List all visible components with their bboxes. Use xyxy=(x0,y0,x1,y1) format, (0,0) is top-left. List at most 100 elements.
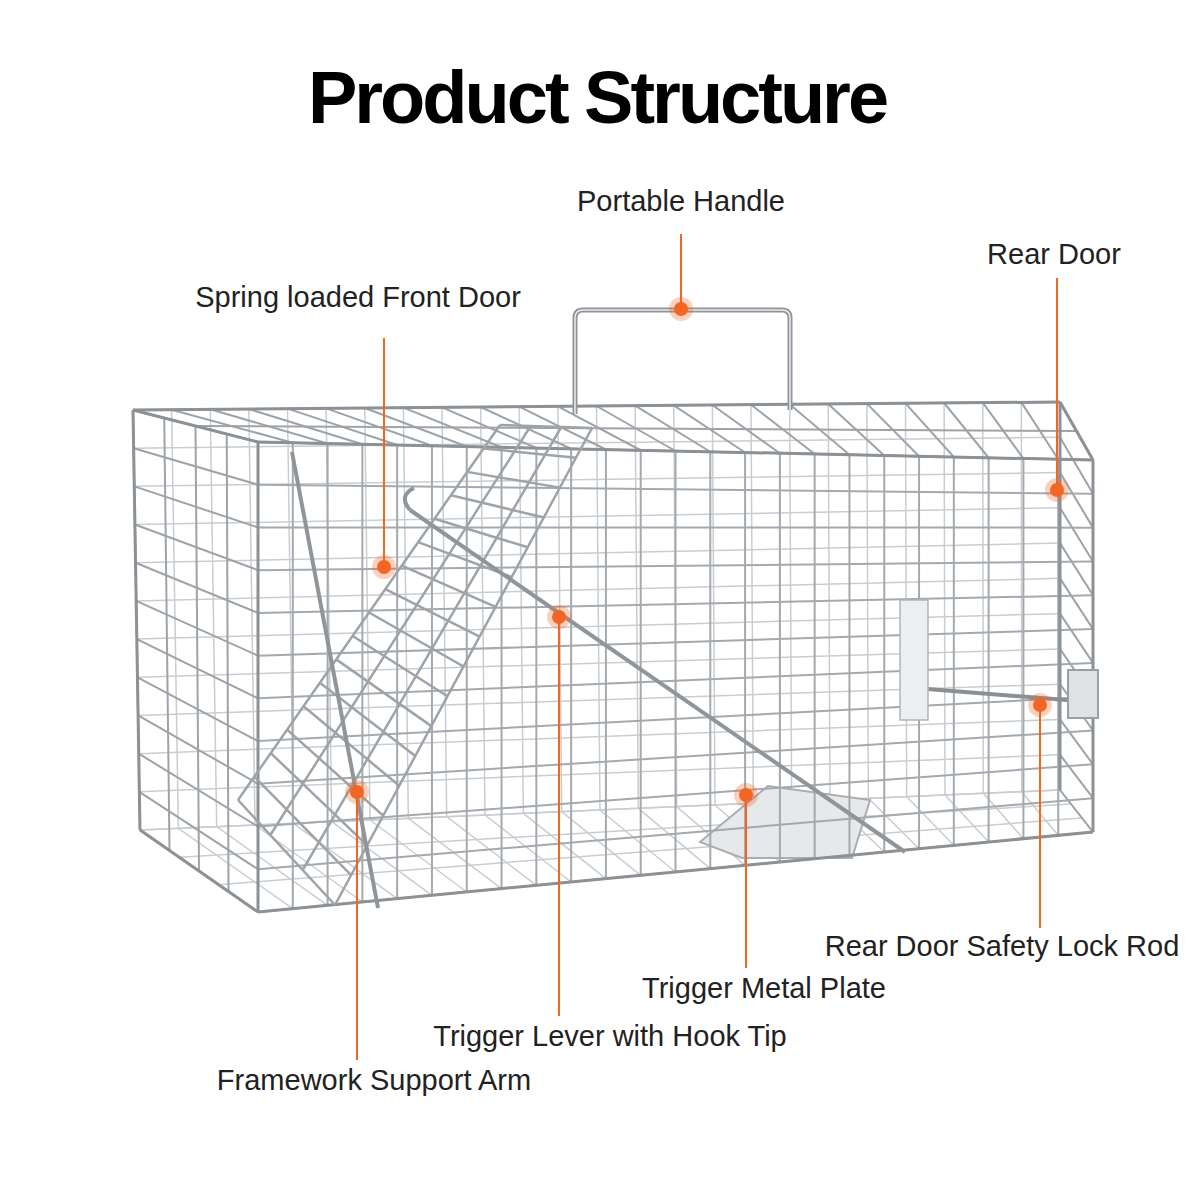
wire xyxy=(519,407,523,814)
leader-line xyxy=(1056,278,1058,490)
wire xyxy=(1060,402,1093,460)
lever-hook xyxy=(405,488,414,510)
wire xyxy=(258,731,1093,784)
wire xyxy=(484,448,576,457)
wire xyxy=(535,448,537,885)
callout-dot-halo xyxy=(547,605,571,629)
frame-edge xyxy=(133,410,258,442)
wire xyxy=(136,563,258,613)
wire xyxy=(1060,790,1093,832)
callout-dot xyxy=(1033,698,1047,712)
part-label: Framework Support Arm xyxy=(217,1064,531,1097)
leader-line xyxy=(356,792,358,1060)
front-door-panel xyxy=(238,425,592,905)
rear-door-bracket xyxy=(900,600,928,720)
support-arm xyxy=(292,452,378,908)
wire xyxy=(814,454,816,859)
wire xyxy=(257,442,259,912)
wire xyxy=(435,519,528,548)
frame-edge xyxy=(1059,402,1062,790)
callout-dot-halo xyxy=(669,297,693,321)
wire xyxy=(396,445,398,899)
front-end-mesh xyxy=(133,410,258,912)
callout-dot xyxy=(552,610,566,624)
wire xyxy=(238,800,335,905)
wire xyxy=(136,543,1060,563)
wire xyxy=(597,406,601,810)
wire xyxy=(258,832,1093,912)
wire xyxy=(1060,755,1093,798)
wire xyxy=(135,508,1060,525)
part-label: Spring loaded Front Door xyxy=(195,281,521,314)
wire xyxy=(605,450,607,879)
lock-rod xyxy=(915,688,1092,702)
trigger-plate xyxy=(700,786,870,858)
wire xyxy=(258,629,1093,656)
wire xyxy=(467,472,560,488)
wire xyxy=(953,457,955,845)
callout-dot-halo xyxy=(372,555,396,579)
wire xyxy=(369,613,464,667)
wire xyxy=(238,425,500,800)
wire xyxy=(500,425,592,428)
wire xyxy=(1060,790,1093,832)
callout-dot xyxy=(377,560,391,574)
wire xyxy=(675,451,677,872)
wire xyxy=(137,639,258,698)
wire xyxy=(139,719,1060,753)
wire xyxy=(258,595,1093,613)
callout-dot-halo xyxy=(1028,693,1052,717)
wire xyxy=(336,659,431,726)
wire xyxy=(136,578,1060,601)
wire xyxy=(1060,508,1093,562)
wire xyxy=(134,486,258,527)
wire xyxy=(258,798,1093,869)
wire xyxy=(945,795,989,842)
leader-line xyxy=(383,338,385,567)
wire xyxy=(1059,402,1061,790)
title: Product Structure xyxy=(308,55,886,140)
wire xyxy=(481,407,485,815)
wire xyxy=(883,456,885,853)
wire xyxy=(907,797,954,846)
wire xyxy=(257,442,259,912)
wire xyxy=(320,683,415,756)
frame-edge xyxy=(133,410,140,830)
wire xyxy=(501,447,503,888)
floor-mesh xyxy=(140,790,1093,912)
frame-edge xyxy=(258,832,1093,912)
wire xyxy=(442,407,447,816)
wire xyxy=(138,715,258,783)
wire xyxy=(638,808,710,868)
wire xyxy=(868,798,919,848)
wire xyxy=(570,449,572,882)
wire xyxy=(709,452,711,869)
wire xyxy=(988,458,990,842)
callout-dot xyxy=(1050,483,1064,497)
wire xyxy=(135,525,258,571)
frame-edge xyxy=(257,442,260,912)
wire xyxy=(140,830,258,912)
callout-dot xyxy=(674,302,688,316)
wire xyxy=(640,450,642,875)
wire xyxy=(779,453,781,862)
wire xyxy=(249,409,255,825)
wire xyxy=(712,405,715,805)
wire xyxy=(292,443,294,909)
wire xyxy=(137,677,258,741)
leader-line xyxy=(745,795,747,968)
wire xyxy=(164,418,169,851)
wire xyxy=(1092,460,1094,832)
wire xyxy=(133,410,258,442)
part-label: Rear Door xyxy=(987,238,1121,271)
callout-dot-halo xyxy=(1045,478,1069,502)
frame-edge xyxy=(140,830,258,912)
callout-dot xyxy=(739,788,753,802)
frame-edge xyxy=(1060,402,1093,460)
wire xyxy=(196,426,1077,431)
wire xyxy=(562,812,641,876)
wire xyxy=(1060,719,1093,764)
far-side-mesh xyxy=(133,402,1060,830)
wire xyxy=(1060,473,1093,528)
